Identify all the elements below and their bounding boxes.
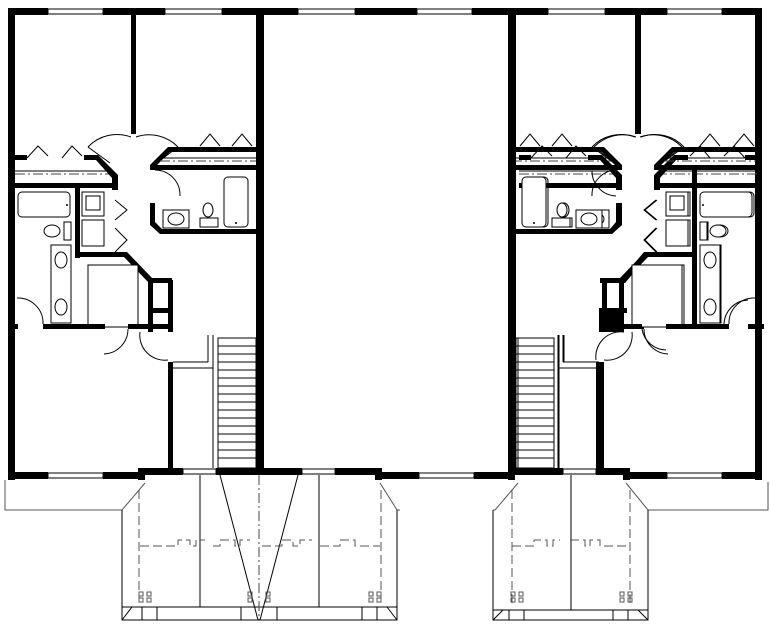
roof-outline-right xyxy=(492,475,769,621)
unit-3 xyxy=(517,14,758,472)
unit-1 xyxy=(8,14,257,472)
roof-outline-left-pair xyxy=(4,474,400,621)
exterior-walls xyxy=(8,8,762,480)
